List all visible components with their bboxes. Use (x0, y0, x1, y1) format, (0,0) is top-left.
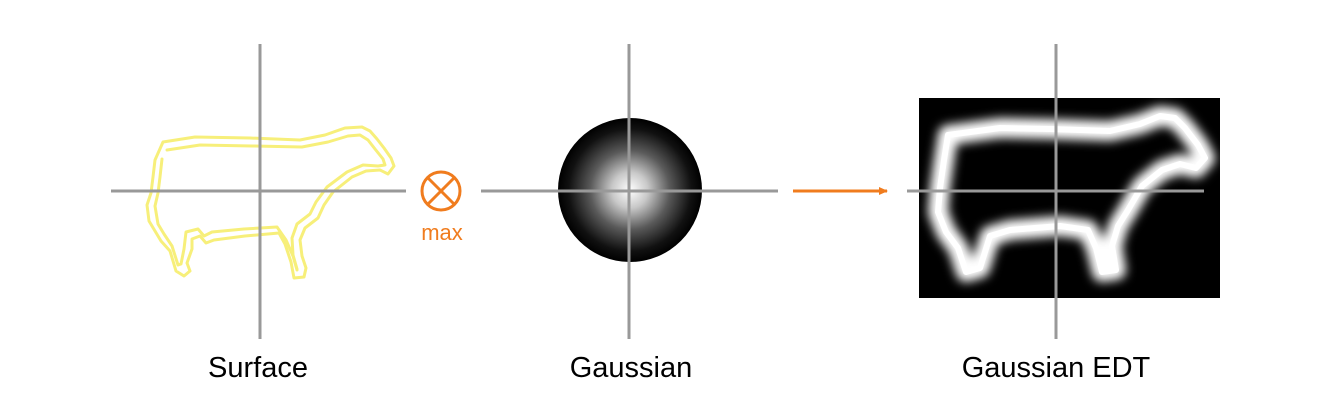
edt-inner-outline (935, 113, 1208, 275)
otimes-cross-b (426, 176, 456, 206)
edt-caption: Gaussian EDT (962, 352, 1151, 384)
surface-cow-outline (145, 125, 396, 280)
otimes-icon (420, 170, 462, 212)
edt-panel: Gaussian EDT (907, 44, 1220, 384)
operator-label: max (421, 220, 463, 245)
surface-panel: Surface (111, 44, 406, 384)
gaussian-panel: Gaussian (481, 44, 778, 384)
gaussian-caption: Gaussian (570, 352, 693, 384)
surface-caption: Surface (208, 352, 308, 384)
max-operator: max (420, 170, 463, 245)
